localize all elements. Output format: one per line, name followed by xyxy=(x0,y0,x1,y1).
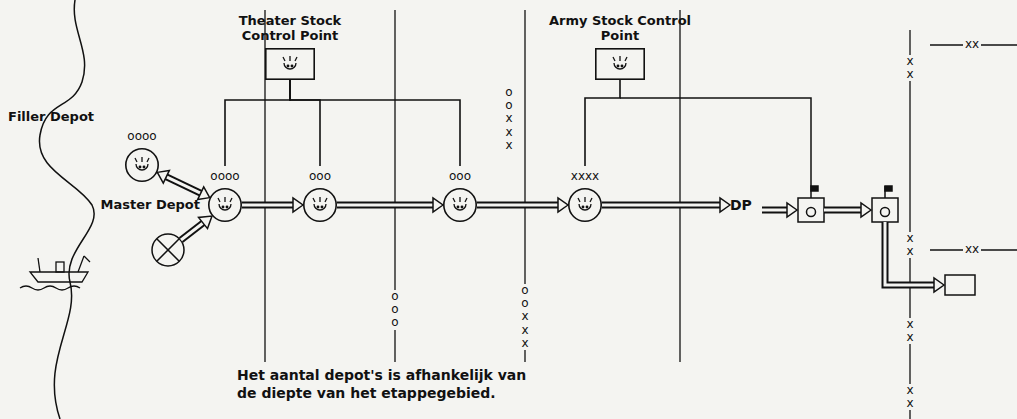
echelon-mark: ooo xyxy=(309,169,331,183)
node-heading: Theater Stock Control Point xyxy=(215,13,365,43)
supply-arrow xyxy=(181,216,212,240)
connector xyxy=(602,198,730,212)
connector xyxy=(290,80,460,166)
node-outline xyxy=(443,188,477,222)
boundary-mark: xx xyxy=(963,243,981,256)
control-point-box: Army Stock Control Point xyxy=(595,48,645,80)
node-outline xyxy=(208,188,242,222)
echelon-mark: oooo xyxy=(127,129,156,143)
node-outline xyxy=(568,188,602,222)
connector xyxy=(585,80,620,166)
connector xyxy=(225,80,290,166)
boundary-mark: xx xyxy=(904,55,916,81)
node-label: DP xyxy=(730,198,752,212)
connector xyxy=(290,80,320,166)
depot-circle: xxxx xyxy=(568,188,602,222)
depot-circle: ooooFiller Depot xyxy=(125,148,159,182)
depot-circle: ooooMaster Depot xyxy=(208,188,242,222)
connector xyxy=(157,170,209,199)
coastline xyxy=(39,0,94,419)
echelon-mark: xxxx xyxy=(571,169,599,183)
node-outline xyxy=(303,188,337,222)
port-symbol xyxy=(152,234,184,266)
connector xyxy=(242,198,303,212)
ship-symbol xyxy=(20,256,90,290)
boundary-mark: ooxxx xyxy=(503,86,515,152)
boundary-mark: ooxxx xyxy=(519,284,531,350)
connector xyxy=(337,198,443,212)
node-heading: Army Stock Control Point xyxy=(545,13,695,43)
depot-label: Master Depot xyxy=(101,198,200,212)
boundary-mark: ooo xyxy=(389,290,401,330)
boundary-mark: xx xyxy=(904,384,916,410)
echelon-mark: oooo xyxy=(210,169,239,183)
depot-label: Filler Depot xyxy=(8,110,94,124)
note-text: Het aantal depot's is afhankelijk van de… xyxy=(237,366,537,402)
control-line xyxy=(620,98,811,186)
depot-circle: ooo xyxy=(303,188,337,222)
boundary-mark: xx xyxy=(904,232,916,258)
supply-arrow xyxy=(762,203,944,292)
node-outline xyxy=(265,48,315,80)
boundary-line xyxy=(265,10,1017,419)
node-outline xyxy=(125,148,159,182)
control-point-box: Theater Stock Control Point xyxy=(265,48,315,80)
node-outline xyxy=(595,48,645,80)
depot-circle: ooo xyxy=(443,188,477,222)
boundary-mark: xx xyxy=(963,38,981,51)
echelon-mark: ooo xyxy=(449,169,471,183)
distribution-point: DP xyxy=(730,197,754,213)
connector xyxy=(477,198,568,212)
boundary-mark: xx xyxy=(904,318,916,344)
